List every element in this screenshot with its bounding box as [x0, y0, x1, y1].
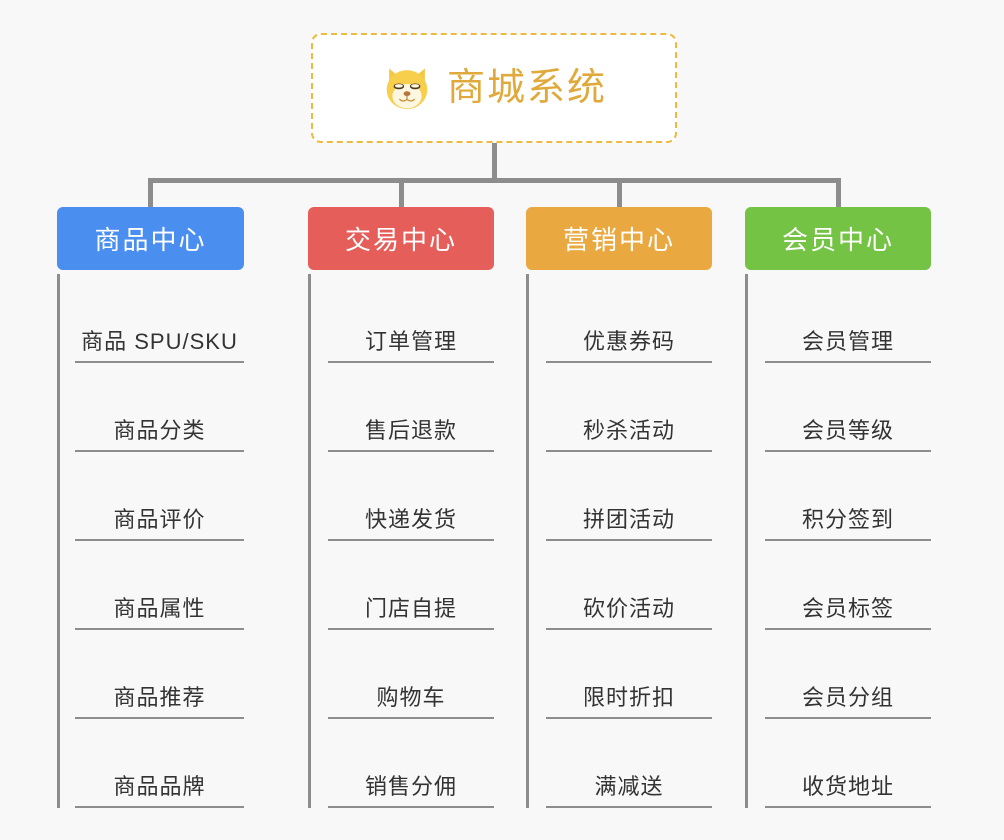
item-label: 商品 SPU/SKU	[81, 328, 238, 354]
category-column-2: 交易中心 订单管理 售后退款 快递发货 门店自提 购物车 销售分佣	[308, 207, 494, 808]
category-header-2[interactable]: 交易中心	[308, 207, 494, 270]
list-item[interactable]: 会员分组	[765, 630, 931, 719]
category-items-1: 商品 SPU/SKU 商品分类 商品评价 商品属性 商品推荐 商品品牌	[57, 274, 244, 808]
category-header-4[interactable]: 会员中心	[745, 207, 931, 270]
list-item[interactable]: 收货地址	[765, 719, 931, 808]
category-column-1: 商品中心 商品 SPU/SKU 商品分类 商品评价 商品属性 商品推荐 商品品牌	[57, 207, 244, 808]
connector-drop-2	[399, 178, 404, 208]
list-item[interactable]: 商品属性	[75, 541, 244, 630]
list-item[interactable]: 订单管理	[328, 274, 494, 363]
item-label: 会员分组	[801, 684, 894, 710]
category-header-3[interactable]: 营销中心	[526, 207, 712, 270]
item-label: 商品评价	[113, 506, 206, 532]
list-item[interactable]: 购物车	[328, 630, 494, 719]
item-label: 购物车	[376, 684, 446, 710]
item-label: 销售分佣	[364, 773, 457, 799]
category-label: 商品中心	[94, 225, 207, 255]
item-label: 限时折扣	[582, 684, 675, 710]
item-label: 秒杀活动	[582, 417, 675, 443]
item-label: 售后退款	[364, 417, 457, 443]
list-item[interactable]: 会员标签	[765, 541, 931, 630]
list-item[interactable]: 商品品牌	[75, 719, 244, 808]
category-label: 会员中心	[781, 225, 894, 255]
connector-root-stem	[492, 143, 497, 181]
item-label: 商品推荐	[113, 684, 206, 710]
root-node[interactable]: 商城系统	[311, 33, 677, 143]
category-label: 营销中心	[562, 225, 675, 255]
category-column-3: 营销中心 优惠券码 秒杀活动 拼团活动 砍价活动 限时折扣 满减送	[526, 207, 712, 808]
item-label: 优惠券码	[582, 328, 675, 354]
connector-drop-1	[148, 178, 153, 208]
item-label: 收货地址	[801, 773, 894, 799]
item-label: 积分签到	[801, 506, 894, 532]
category-label: 交易中心	[344, 225, 457, 255]
category-column-4: 会员中心 会员管理 会员等级 积分签到 会员标签 会员分组 收货地址	[745, 207, 931, 808]
list-item[interactable]: 秒杀活动	[546, 363, 712, 452]
shiba-dog-face-icon	[386, 68, 428, 110]
item-label: 商品品牌	[113, 773, 206, 799]
item-label: 会员等级	[801, 417, 894, 443]
list-item[interactable]: 门店自提	[328, 541, 494, 630]
list-item[interactable]: 会员等级	[765, 363, 931, 452]
list-item[interactable]: 优惠券码	[546, 274, 712, 363]
item-label: 门店自提	[364, 595, 457, 621]
connector-drop-4	[836, 178, 841, 208]
category-header-1[interactable]: 商品中心	[57, 207, 244, 270]
list-item[interactable]: 销售分佣	[328, 719, 494, 808]
list-item[interactable]: 商品分类	[75, 363, 244, 452]
list-item[interactable]: 满减送	[546, 719, 712, 808]
item-label: 快递发货	[364, 506, 457, 532]
item-label: 砍价活动	[582, 595, 675, 621]
list-item[interactable]: 会员管理	[765, 274, 931, 363]
list-item[interactable]: 商品推荐	[75, 630, 244, 719]
category-items-4: 会员管理 会员等级 积分签到 会员标签 会员分组 收货地址	[745, 274, 931, 808]
category-items-3: 优惠券码 秒杀活动 拼团活动 砍价活动 限时折扣 满减送	[526, 274, 712, 808]
list-item[interactable]: 积分签到	[765, 452, 931, 541]
list-item[interactable]: 商品评价	[75, 452, 244, 541]
list-item[interactable]: 售后退款	[328, 363, 494, 452]
connector-drop-3	[617, 178, 622, 208]
item-label: 商品分类	[113, 417, 206, 443]
item-label: 商品属性	[113, 595, 206, 621]
category-items-2: 订单管理 售后退款 快递发货 门店自提 购物车 销售分佣	[308, 274, 494, 808]
item-label: 订单管理	[364, 328, 457, 354]
item-label: 满减送	[594, 773, 664, 799]
list-item[interactable]: 拼团活动	[546, 452, 712, 541]
list-item[interactable]: 限时折扣	[546, 630, 712, 719]
list-item[interactable]: 商品 SPU/SKU	[75, 274, 244, 363]
list-item[interactable]: 快递发货	[328, 452, 494, 541]
item-label: 拼团活动	[582, 506, 675, 532]
item-label: 会员管理	[801, 328, 894, 354]
connector-horizontal-bus	[148, 178, 840, 183]
root-title: 商城系统	[446, 67, 607, 109]
list-item[interactable]: 砍价活动	[546, 541, 712, 630]
item-label: 会员标签	[801, 595, 894, 621]
